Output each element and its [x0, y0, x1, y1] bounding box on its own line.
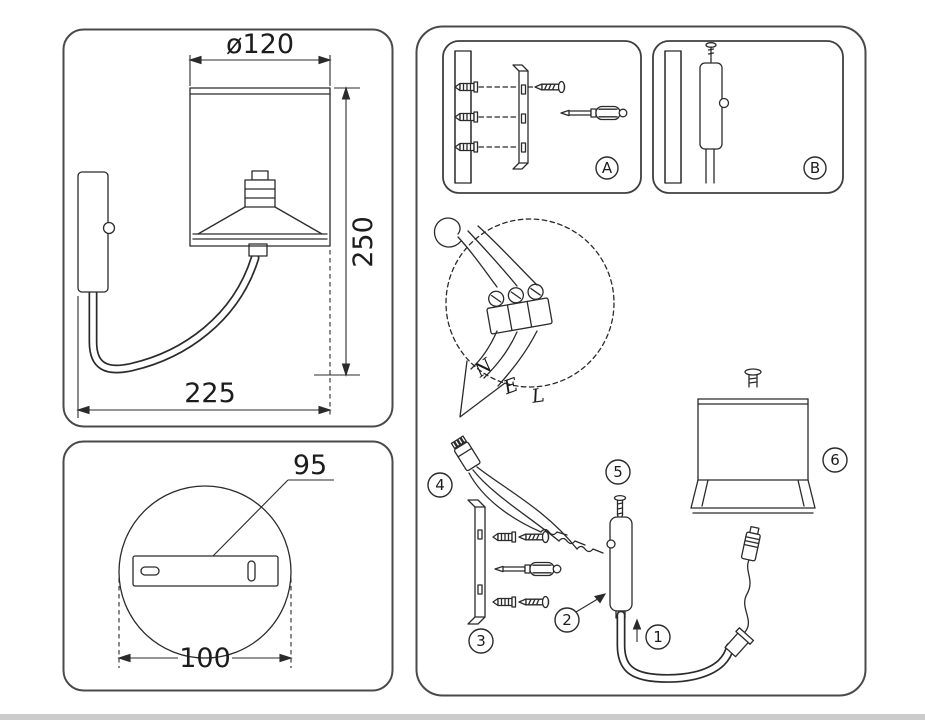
dim-base-label: 100 [179, 643, 231, 674]
wire-end [540, 528, 568, 536]
mount-bracket-bar [132, 555, 279, 587]
lamp-body [699, 62, 723, 150]
wire [468, 472, 542, 533]
mount-bracket [518, 70, 529, 164]
switch-knob [718, 97, 730, 109]
step-a-panel [442, 40, 642, 194]
part-1-arrow [632, 618, 642, 642]
dimension-depth: 225 [76, 250, 332, 418]
part-5-label: 5 [605, 459, 631, 485]
step-b-label: B [803, 156, 827, 180]
detail-bubble [445, 218, 615, 388]
part-2-arrow [575, 593, 607, 613]
part-3-bracket [467, 499, 562, 625]
wire [472, 469, 560, 542]
part-4-wires [450, 435, 604, 554]
plate-circle [118, 485, 292, 659]
wall-lamp-side-view [77, 87, 331, 374]
earth-wire-hook [433, 217, 462, 248]
part-4-label: 4 [427, 472, 453, 498]
dim-height-label: 250 [348, 216, 379, 268]
dim-diameter-label: ø120 [226, 29, 294, 60]
dim-depth-label: 225 [184, 378, 236, 409]
step-a-label: A [595, 156, 619, 180]
panel-border [62, 28, 394, 428]
part-1-label: 1 [645, 624, 671, 650]
dimension-bracket: 95 [212, 450, 334, 557]
svg-text:B: B [810, 159, 820, 177]
cord [744, 559, 751, 633]
mounting-plate-top-view [118, 485, 292, 659]
terminal-block [486, 283, 553, 335]
wire [467, 230, 518, 287]
part-6-shade [690, 368, 816, 514]
svg-text:1: 1 [653, 628, 663, 646]
diffuser-cone [197, 206, 323, 235]
dim-bracket-label: 95 [293, 450, 327, 481]
wall-plate [77, 171, 109, 293]
switch-knob [606, 539, 616, 549]
wire [477, 225, 538, 286]
terminal-l-label: L [529, 384, 546, 408]
part-1-arm [616, 525, 761, 683]
wire-connector [450, 435, 481, 472]
wire-end [576, 545, 604, 554]
svg-text:2: 2 [562, 611, 572, 629]
panel-installation-steps: A B [415, 25, 867, 697]
bubble-tail [459, 360, 506, 418]
panel-lamp-dimensions: ø120 250 225 [62, 28, 394, 428]
lamp-socket [244, 179, 276, 208]
dimension-base: 100 [117, 578, 293, 674]
switch-knob [102, 221, 116, 235]
wire [497, 330, 538, 387]
dimension-height: 250 [314, 86, 379, 377]
bracket-slot-right [247, 560, 256, 582]
part-6-label: 6 [822, 447, 848, 473]
panel-mount-plate: 95 100 [62, 440, 394, 692]
svg-text:6: 6 [830, 451, 840, 469]
wiring-detail [433, 217, 615, 418]
lamp-body [609, 516, 633, 612]
part-2-label: 2 [554, 607, 580, 633]
wire [483, 331, 518, 379]
bracket-slot-left [140, 566, 160, 576]
wire [457, 236, 498, 288]
lamp-shade [189, 87, 331, 257]
svg-text:5: 5 [613, 463, 623, 481]
page-edge-strip [0, 714, 925, 720]
svg-text:A: A [602, 159, 613, 177]
cord-connector [740, 525, 761, 562]
svg-text:3: 3 [476, 632, 486, 650]
finial-cap [744, 368, 762, 376]
svg-text:4: 4 [435, 476, 445, 494]
wire [470, 330, 498, 370]
part-2-body [606, 516, 633, 619]
terminal-e-label: E [500, 374, 522, 400]
step-b-panel [652, 40, 844, 194]
wire [476, 466, 578, 550]
socket-cup [724, 627, 755, 658]
mount-bracket [474, 506, 486, 618]
part-3-label: 3 [468, 628, 494, 654]
wire-end [558, 537, 586, 546]
dimension-diameter: ø120 [188, 29, 332, 86]
